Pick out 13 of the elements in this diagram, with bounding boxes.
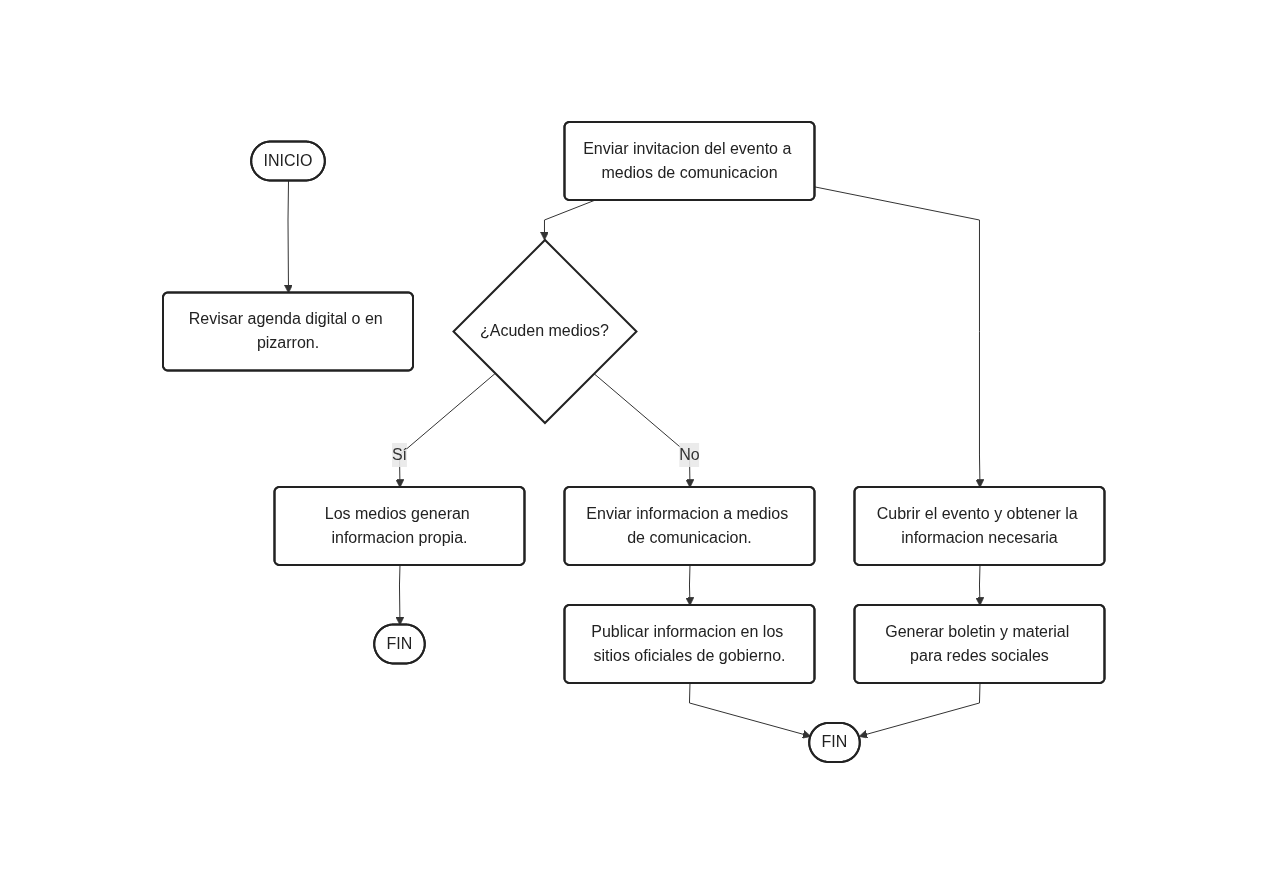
arrow (689, 682, 812, 739)
arrow (814, 185, 985, 488)
edge-label: Sí (392, 445, 408, 463)
arrow (540, 199, 595, 240)
node-diamond: ¿Acuden medios? (452, 238, 639, 424)
arrow (284, 180, 294, 293)
edge-label: No (679, 445, 700, 463)
arrow (685, 564, 695, 606)
arrow (975, 564, 985, 606)
arrow (395, 564, 405, 625)
arrow (395, 372, 496, 488)
arrow (858, 682, 981, 739)
arrow (593, 372, 695, 488)
